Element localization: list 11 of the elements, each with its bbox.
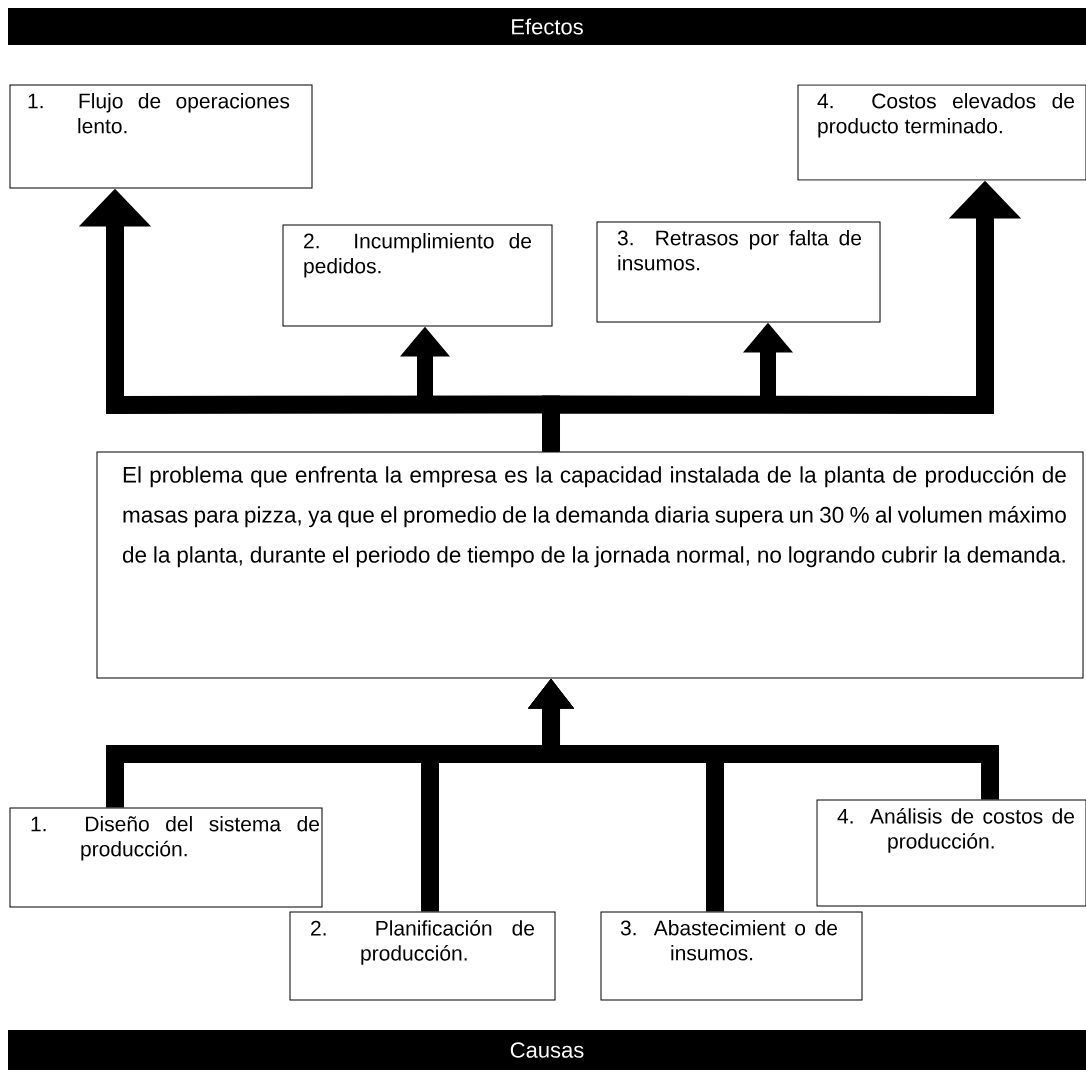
effect-box: 3. Retrasos por falta de insumos. xyxy=(596,221,881,323)
effect-box: 1. Flujo de operaciones lento. xyxy=(9,84,313,189)
cause-box: 2. Planificación de producción. xyxy=(289,911,556,1001)
problem-box: El problema que enfrenta la empresa es la capacidad instalada de la planta de producción de masas para pizza, ya que el promedio de la demanda diaria supera un 30 % al volumen máximo de la planta, durante el periodo de tiempo de la jornada normal, no logrando cubrir la demanda. xyxy=(96,451,1084,679)
effect-box: 4. Costos elevados de producto terminado. xyxy=(797,84,1086,181)
header-bar: Efectos xyxy=(8,8,1086,45)
effect-box: 2. Incumplimiento de pedidos. xyxy=(282,224,553,327)
header-bar: Causas xyxy=(8,1030,1086,1070)
cause-box: 3. Abastecimient o de insumos. xyxy=(600,911,863,1001)
cause-box: 1. Diseño del sistema de producción. xyxy=(9,807,323,908)
cause-box: 4. Análisis de costos de producción. xyxy=(816,799,1086,907)
